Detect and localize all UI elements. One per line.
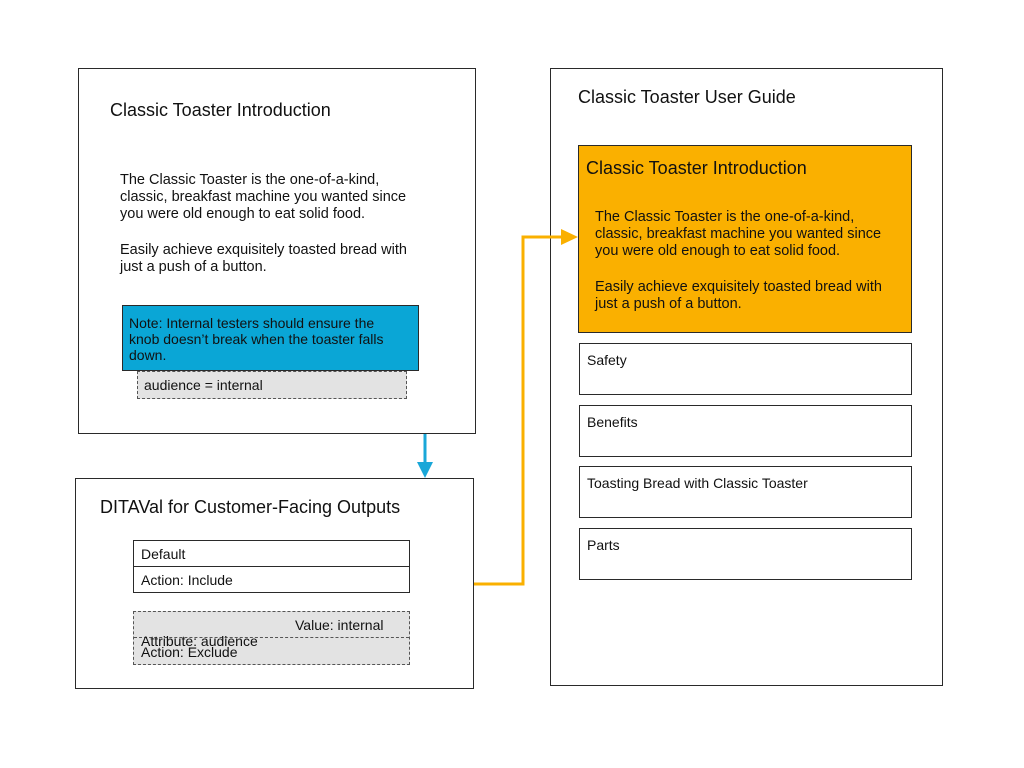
guide-intro-title: Classic Toaster Introduction bbox=[586, 158, 807, 178]
intro-topic-title: Classic Toaster Introduction bbox=[110, 100, 331, 120]
user-guide-panel: Classic Toaster User Guide Classic Toast… bbox=[550, 68, 943, 686]
exclude-rule-condition: Attribute: audience Value: internal bbox=[134, 612, 409, 649]
guide-intro-paragraph-1: The Classic Toaster is the one-of-a-kind… bbox=[595, 209, 882, 259]
exclude-rule-value: Value: internal bbox=[295, 617, 384, 633]
guide-topic-toasting-bread: Toasting Bread with Classic Toaster bbox=[579, 466, 912, 518]
guide-intro-paragraph-2: Easily achieve exquisitely toasted bread… bbox=[595, 279, 882, 312]
audience-condition-tag: audience = internal bbox=[137, 371, 407, 399]
blue-arrow bbox=[417, 434, 433, 478]
default-rule-label: Default bbox=[134, 541, 409, 567]
intro-paragraph-2: Easily achieve exquisitely toasted bread… bbox=[120, 242, 407, 275]
guide-topic-parts: Parts bbox=[579, 528, 912, 580]
orange-arrow bbox=[474, 229, 578, 586]
exclude-rule-action: Action: Exclude bbox=[141, 644, 238, 660]
default-rule-action: Action: Include bbox=[141, 572, 233, 588]
intro-topic-panel: Classic Toaster Introduction The Classic… bbox=[78, 68, 476, 434]
ditaval-title: DITAVal for Customer-Facing Outputs bbox=[100, 497, 401, 517]
guide-topic-safety: Safety bbox=[579, 343, 912, 395]
exclude-rule-attribute: Attribute: audience bbox=[141, 633, 258, 649]
guide-topic-benefits: Benefits bbox=[579, 405, 912, 457]
default-rule-box: Default Action: Include bbox=[133, 540, 410, 593]
guide-intro-topic: Classic Toaster Introduction The Classic… bbox=[578, 145, 912, 333]
intro-paragraph-1: The Classic Toaster is the one-of-a-kind… bbox=[120, 172, 407, 222]
ditaval-panel: DITAVal for Customer-Facing Outputs Defa… bbox=[75, 478, 474, 689]
internal-note-box: Note: Internal testers should ensure the… bbox=[122, 305, 419, 371]
user-guide-title: Classic Toaster User Guide bbox=[578, 87, 796, 107]
exclude-rule-box: Attribute: audience Value: internal Acti… bbox=[133, 611, 410, 665]
